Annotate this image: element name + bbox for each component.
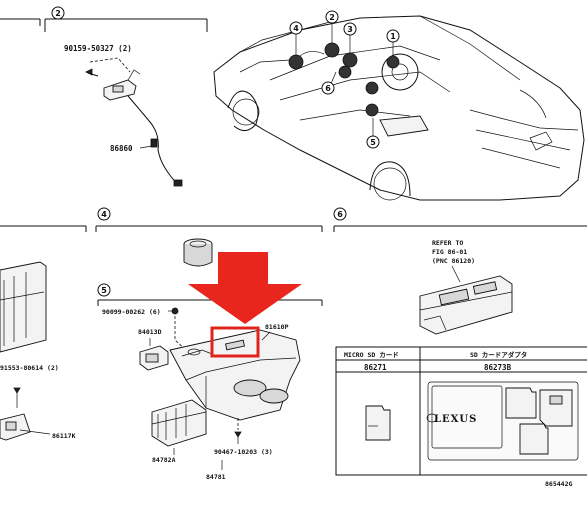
section-6-header: 6: [333, 207, 587, 232]
section-5-circle: [97, 283, 111, 297]
vehicle-outline: [213, 15, 585, 201]
part-label-86117k: 86117K: [52, 432, 76, 440]
diagram-id: 865442G: [545, 480, 572, 488]
svg-text:5: 5: [370, 138, 376, 147]
part-label-84782a: 84782A: [152, 456, 176, 464]
section-5-number: 5: [101, 286, 107, 295]
audio-head-unit: [419, 275, 513, 335]
part-label-84781: 84781: [206, 473, 226, 481]
callout-car-2: 2: [324, 10, 340, 58]
left-panel-part: [0, 261, 47, 353]
section-4-number: 4: [101, 210, 107, 219]
bolt-icon: [85, 68, 99, 77]
section-2-header: 2: [0, 6, 208, 32]
svg-text:3: 3: [347, 25, 353, 34]
refer-line-2: FIG 86-01: [432, 248, 467, 256]
left-bracket-part: [0, 413, 51, 441]
table-header-micro-sd: MICRO SD カード: [344, 351, 399, 359]
screw-90467-icon: [234, 418, 242, 444]
usb-port-part: [183, 238, 213, 267]
switch-84013d: [139, 345, 169, 371]
svg-text:2: 2: [329, 13, 335, 22]
cable-connector: [173, 179, 183, 187]
svg-text:6: 6: [325, 84, 331, 93]
highlight-box: [210, 326, 260, 358]
antenna-cable: [127, 95, 179, 186]
callout-car-4: 4: [288, 21, 304, 70]
part-label-86860: 86860: [110, 144, 133, 153]
bracket-84782a: [151, 399, 207, 447]
callout-car-3: 3: [342, 22, 358, 68]
callout-car-6: 6: [321, 65, 379, 117]
callout-car-5: 5: [366, 118, 380, 149]
micro-sd-card-icon: [365, 405, 391, 441]
table-value-86273b: 86273B: [484, 363, 512, 372]
table-header-sd-adapter: SD カードアダプタ: [470, 350, 527, 359]
highlight-arrow-icon: [188, 252, 302, 324]
part-label-90467: 90467-10203 (3): [214, 448, 273, 456]
part-label-91553: 91553-80614 (2): [0, 364, 59, 372]
refer-line-1: REFER TO: [432, 239, 463, 247]
section-5-header: 5: [97, 283, 323, 306]
console-panel-81610p: [169, 329, 301, 421]
section-4-circle: [97, 207, 111, 221]
section-6-circle: [333, 207, 347, 221]
svg-text:1: 1: [390, 32, 396, 41]
part-label-81610p: 81610P: [265, 323, 289, 331]
table-value-86271: 86271: [364, 363, 387, 372]
cable-clip: [150, 138, 158, 148]
refer-line-3: (PNC 86120): [432, 257, 475, 265]
sd-adapter-package: LEXUS: [426, 381, 579, 461]
screw-90099-icon: [168, 307, 179, 315]
section-2-number: 2: [55, 9, 61, 18]
section-6-number: 6: [337, 210, 343, 219]
callout-car-1: 1: [386, 29, 400, 69]
section-left-header: [0, 225, 87, 232]
section-4-header: 4: [95, 207, 323, 232]
part-label-84013d: 84013D: [138, 328, 162, 336]
part-label-90099: 90099-00262 (6): [102, 308, 161, 316]
screw-icon: [13, 387, 21, 408]
lexus-logo: LEXUS: [434, 414, 477, 425]
section-2-circle: [51, 6, 65, 20]
part-label-90159: 90159-50327 (2): [64, 44, 132, 53]
antenna-bracket: [103, 69, 141, 101]
svg-text:4: 4: [293, 24, 299, 33]
